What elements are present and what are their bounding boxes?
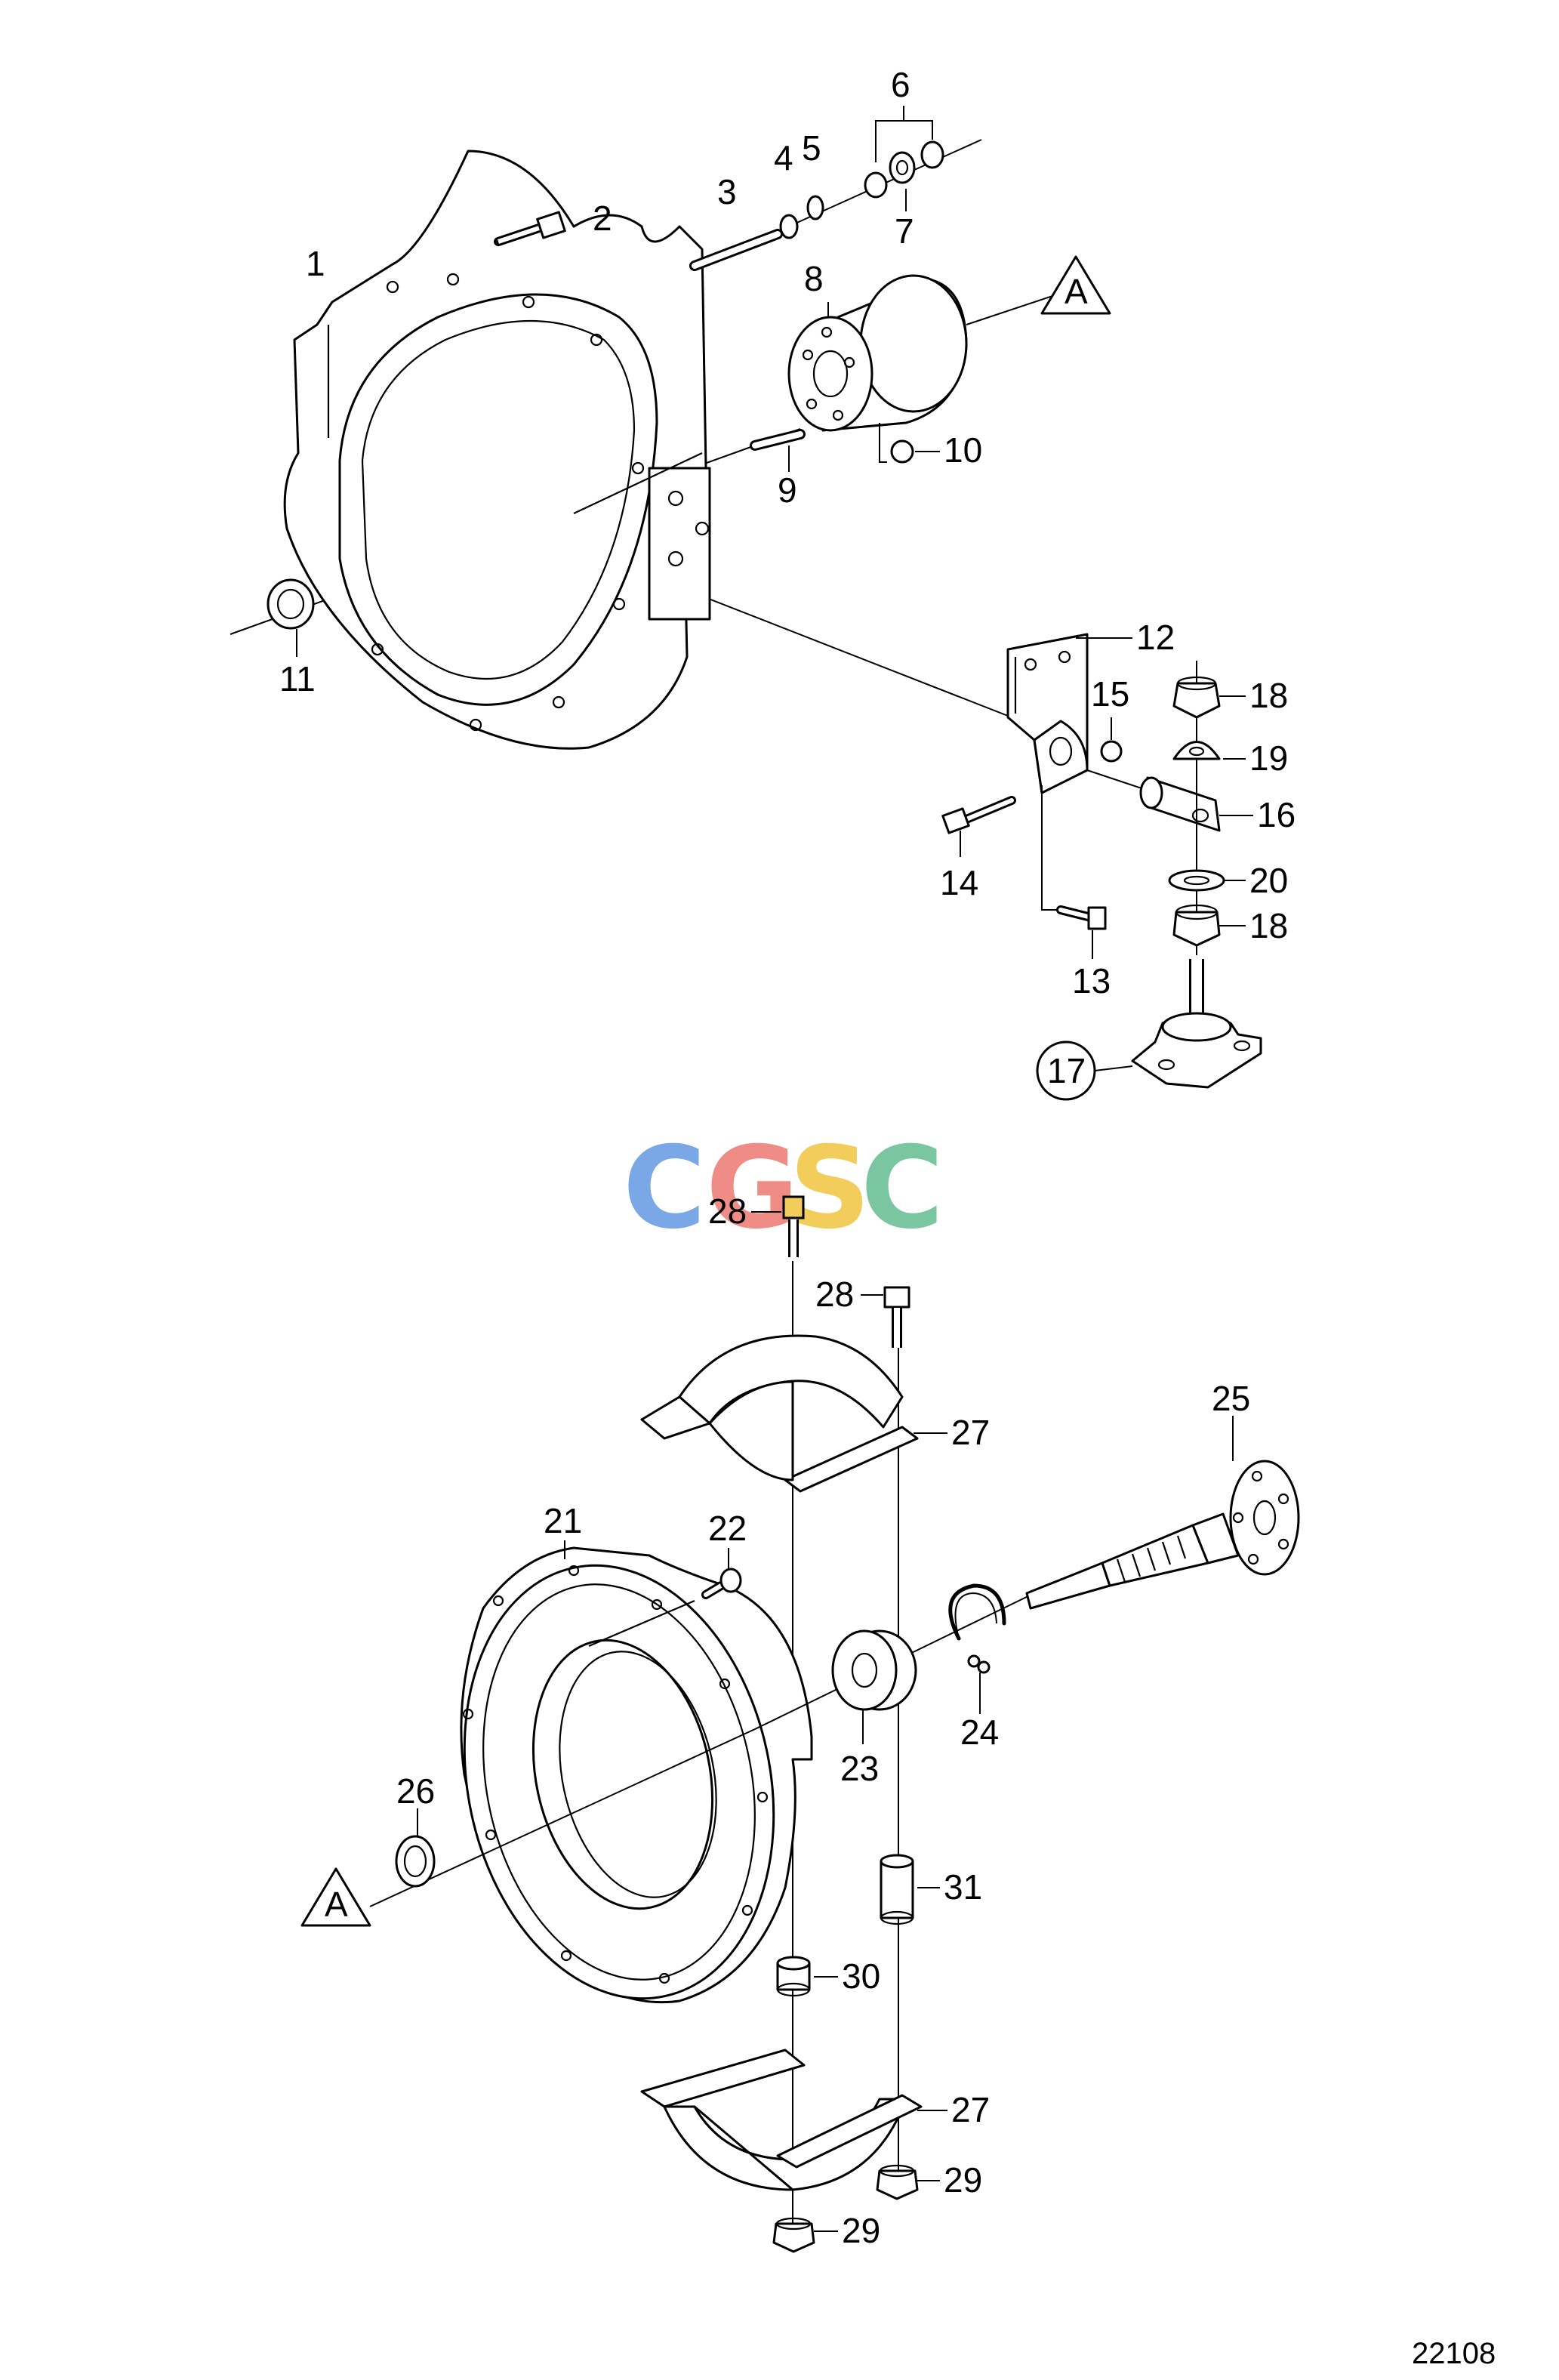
nut-part-15 [1100, 740, 1123, 763]
callout-1: 1 [306, 244, 325, 283]
callout-3: 3 [717, 172, 737, 211]
circlip-part-24 [948, 1583, 1006, 1674]
washer-part-19 [1172, 741, 1221, 760]
nut-set-part-6 [864, 140, 944, 199]
flywheel-housing-part [283, 150, 711, 750]
callout-17: 17 [1047, 1051, 1086, 1090]
marker-a-bottom-label: A [325, 1885, 348, 1924]
washer-part-4 [779, 214, 799, 239]
callout-14: 14 [940, 863, 978, 902]
callout-29-left: 29 [842, 2211, 880, 2250]
nut-part-29-right [876, 2164, 919, 2200]
nut-part-29-left [772, 2217, 815, 2253]
bolt-part-14 [941, 796, 1016, 834]
callout-25: 25 [1212, 1379, 1250, 1418]
callout-28-upper: 28 [708, 1192, 747, 1231]
callout-18-lower: 18 [1249, 906, 1288, 945]
callout-4: 4 [774, 138, 793, 177]
reference-marker-a-bottom [300, 1867, 371, 1927]
callout-20: 20 [1249, 861, 1288, 900]
spacer-part-30 [776, 1956, 811, 1997]
nut-part-18-lower [1172, 904, 1221, 947]
callout-9: 9 [778, 470, 797, 510]
stud-part-3 [689, 229, 783, 271]
cgsc-logo: C G S C [623, 1123, 944, 1254]
callout-31: 31 [944, 1867, 982, 1907]
callout-26: 26 [396, 1771, 435, 1811]
callout-21: 21 [544, 1501, 582, 1540]
engine-mount-part-17 [1131, 959, 1262, 1089]
callout-27-upper: 27 [951, 1413, 990, 1452]
callout-18-upper: 18 [1249, 676, 1288, 715]
reference-marker-a-top [1040, 255, 1111, 315]
callout-8: 8 [804, 259, 824, 298]
callout-5: 5 [802, 128, 821, 168]
logo-letter-c1: C [623, 1123, 706, 1254]
callout-23: 23 [840, 1749, 879, 1788]
callout-2: 2 [593, 199, 612, 238]
bracket-part-12 [1006, 633, 1089, 794]
washer-part-20 [1168, 869, 1225, 892]
axis-line-to-a [966, 294, 1058, 325]
clamp-part-27-lower [640, 2049, 923, 2191]
bolt-part-28-lower [883, 1286, 910, 1348]
leader-17 [1094, 1065, 1133, 1071]
output-shaft-part-25 [1025, 1460, 1300, 1610]
marker-a-top-label: A [1064, 272, 1088, 311]
callout-11: 11 [279, 659, 316, 698]
leader-13a [1041, 785, 1061, 911]
seal-ring-part-11 [267, 578, 315, 630]
bell-housing-part-21 [460, 1546, 813, 2004]
bolt-part-13 [1056, 905, 1107, 930]
bearing-part-23 [831, 1629, 917, 1711]
logo-letter-c2: C [861, 1123, 944, 1254]
axis-line-bottom [369, 1728, 756, 1907]
leader-bracket [664, 581, 1012, 718]
document-number: 22108 [1412, 2337, 1496, 2370]
bolt-part-22 [701, 1568, 742, 1599]
logo-letter-s: S [789, 1123, 870, 1254]
callout-28-lower: 28 [815, 1275, 854, 1314]
callout-12: 12 [1136, 618, 1175, 657]
callout-15: 15 [1091, 674, 1129, 714]
callout-6: 6 [891, 65, 910, 104]
tie-rod-part-16 [1086, 769, 1221, 832]
bolt-part-2 [494, 211, 566, 246]
nut-part-10 [890, 439, 914, 464]
washer-part-5 [806, 195, 824, 220]
logo-letter-g: G [706, 1123, 799, 1254]
bolt-part-28-upper [782, 1195, 805, 1257]
leader-10a [879, 423, 887, 463]
callout-24: 24 [960, 1713, 999, 1752]
callout-30: 30 [842, 1956, 880, 1996]
callout-27-lower: 27 [951, 2090, 990, 2129]
nut-part-18-upper [1172, 676, 1221, 719]
seal-part-26 [395, 1835, 436, 1888]
bolt-part-9 [750, 429, 806, 451]
callout-16: 16 [1257, 795, 1296, 834]
spacer-part-31 [880, 1854, 914, 1925]
callout-10: 10 [944, 430, 982, 470]
callout-circle-17 [1036, 1040, 1096, 1101]
callout-19: 19 [1249, 738, 1288, 778]
clamp-part-27-upper [640, 1334, 919, 1493]
callout-13: 13 [1072, 961, 1111, 1000]
callout-7: 7 [895, 211, 914, 251]
callout-29-right: 29 [944, 2160, 982, 2200]
callout-22: 22 [708, 1509, 747, 1548]
coupling-part-8 [787, 274, 968, 432]
